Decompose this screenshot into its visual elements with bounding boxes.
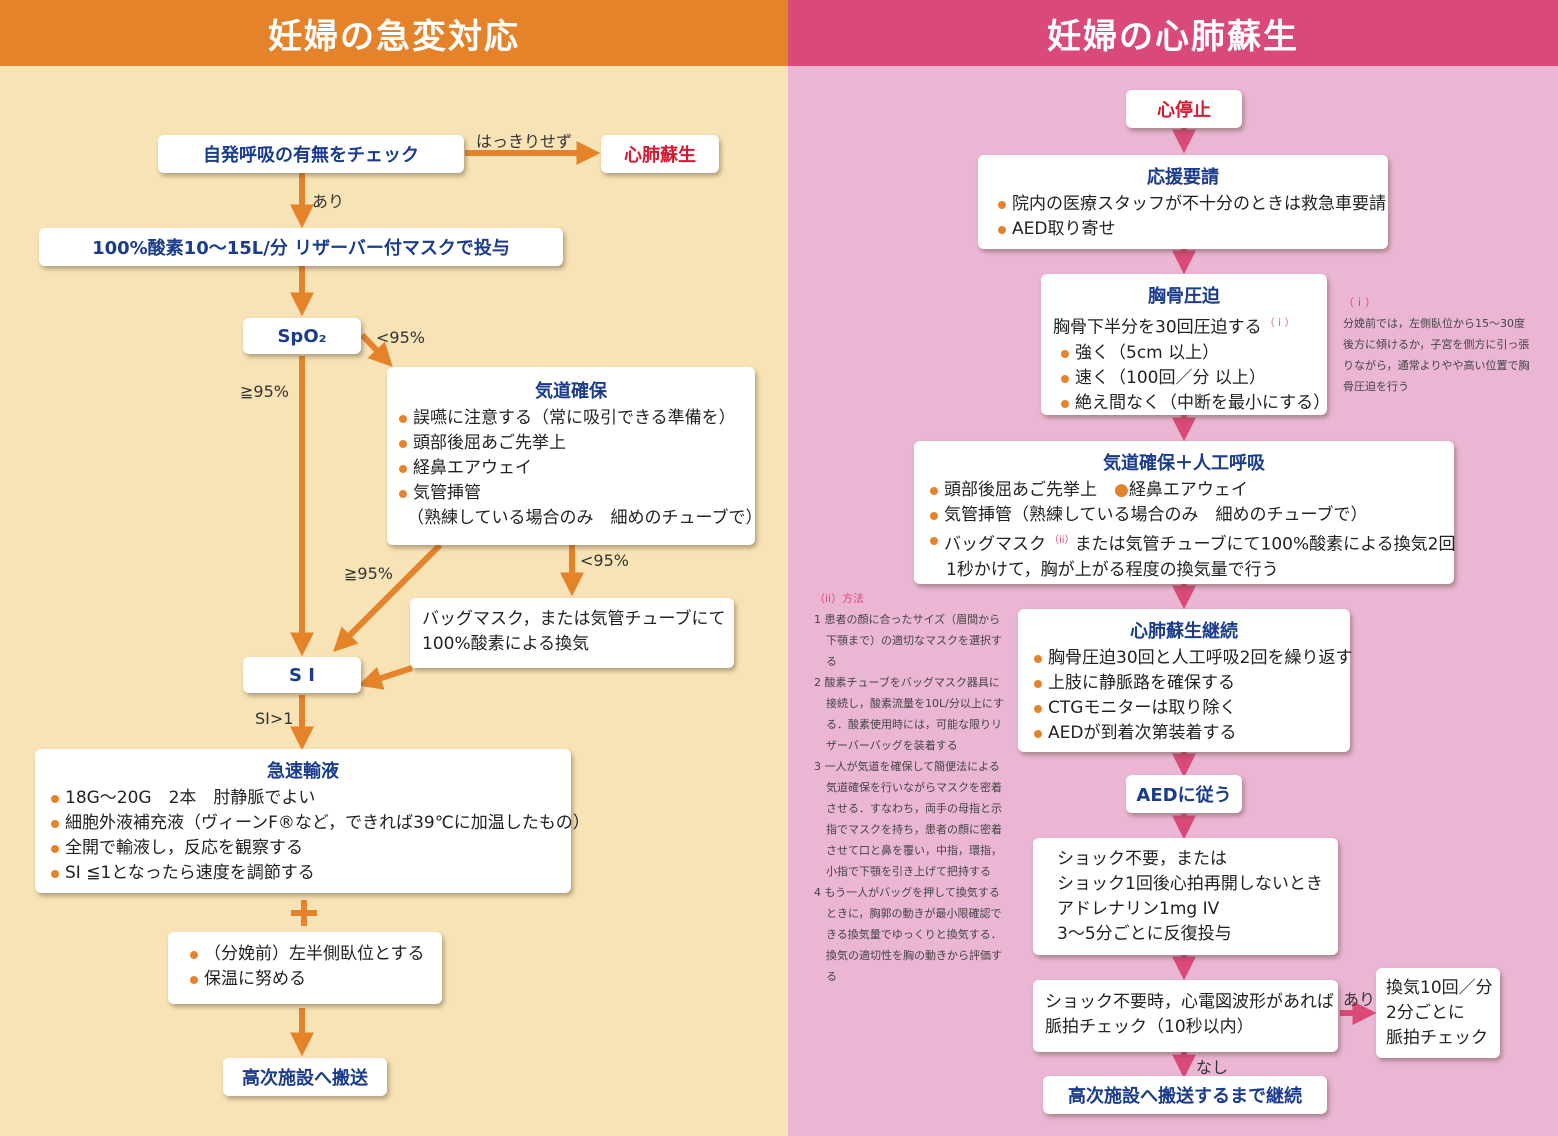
transfer-label: 高次施設へ搬送 (242, 1068, 368, 1089)
label-yes-left: あり (312, 192, 345, 211)
airway-breathing-item: バッグマスク (944, 534, 1046, 555)
label-yes-right: あり (1343, 990, 1376, 1009)
ventilation-line: 2分ごとに (1386, 1003, 1465, 1023)
fluids-item: SI ≦1となったら速度を調節する (49, 861, 557, 886)
fluids-item: 18G～20G 2本 肘静脈でよい (49, 786, 557, 811)
note-ii-item: 1 患者の顔に合ったサイズ（眉間から下顎まで）の適切なマスクを選択する (814, 613, 1002, 668)
call-help-item: 院内の医療スタッフが不十分のときは救急車要請 (996, 192, 1386, 217)
adrenaline-box: ショック不要，または ショック1回後心拍再開しないとき アドレナリン1mg IV… (1033, 838, 1338, 955)
airway-breathing-item: 頭部後屈あご先挙上 (944, 480, 1114, 500)
compressions-box: 胸骨圧迫 胸骨下半分を30回圧迫する（ｉ） 強く（5cm 以上） 速く（100回… (1041, 274, 1330, 416)
compressions-title: 胸骨圧迫 (1148, 286, 1220, 307)
note-i-line: 骨圧迫を行う (1343, 380, 1409, 393)
spo2-box: SpO₂ (243, 318, 361, 354)
arrest-label: 心停止 (1157, 100, 1211, 121)
note-ii-item: 3 一人が気道を確保して簡便法による気道確保を行いながらマスクを密着させる．すな… (814, 760, 1002, 878)
label-unclear: はっきりせず (476, 132, 573, 151)
compressions-lead: 胸骨下半分を30回圧迫する (1053, 317, 1262, 338)
ventilation-box: 換気10回／分 2分ごとに 脈拍チェック (1376, 968, 1500, 1058)
airway-note: （熟練している場合のみ 細めのチューブで） (407, 508, 763, 528)
compressions-item: 速く（100回／分 以上） (1059, 366, 1315, 391)
bag-mask-line: バッグマスク，または気管チューブにて (422, 609, 726, 629)
airway-breathing-item: 気管挿管（熟練している場合のみ 細めのチューブで） (928, 503, 1440, 528)
continue-cpr-item: 上肢に静脈路を確保する (1032, 671, 1336, 696)
airway-item: 経鼻エアウェイ (397, 456, 745, 481)
airway-breathing-item-b: 経鼻エアウェイ (1128, 480, 1248, 500)
transfer-box: 高次施設へ搬送 (223, 1058, 387, 1096)
bag-mask-line: 100%酸素による換気 (422, 634, 590, 654)
bag-mask-box: バッグマスク，または気管チューブにて 100%酸素による換気 (410, 598, 734, 668)
note-i: （ｉ） 分娩前では，左側臥位から15～30度 後方に傾けるか，子宮を側方に引っ張… (1343, 292, 1548, 397)
label-lt95-b: <95% (580, 551, 629, 570)
note-ii: （ii）方法 1 患者の顔に合ったサイズ（眉間から下顎まで）の適切なマスクを選択… (814, 588, 1006, 987)
aed-label: AEDに従う (1136, 785, 1232, 806)
check-breathing-label: 自発呼吸の有無をチェック (203, 145, 419, 166)
note-i-line: 分娩前では，左側臥位から15～30度 (1343, 317, 1525, 330)
note-i-line: 後方に傾けるか，子宮を側方に引っ張 (1343, 338, 1530, 351)
note-i-line: りながら，通常よりやや高い位置で胸 (1343, 359, 1530, 372)
continue-cpr-box: 心肺蘇生継続 胸骨圧迫30回と人工呼吸2回を繰り返す 上肢に静脈路を確保する C… (1018, 609, 1352, 752)
si-label: S I (289, 664, 315, 686)
plus-icon (291, 900, 317, 926)
fluids-item: 細胞外液補充液（ヴィーンF®など，できれば39℃に加温したもの） (49, 811, 590, 836)
si-box: S I (243, 657, 361, 693)
label-si-gt1: SI>1 (255, 709, 294, 728)
note-ii-item: 4 もう一人がバッグを押して換気するときに，胸郭の動きが最小限確認できる換気量で… (814, 886, 1002, 983)
oxygen-label: 100%酸素10～15L/分 リザーバー付マスクで投与 (92, 238, 510, 259)
continue-cpr-title: 心肺蘇生継続 (1130, 621, 1238, 642)
continue-cpr-item: CTGモニターは取り除く (1032, 696, 1336, 721)
continue-cpr-item: 胸骨圧迫30回と人工呼吸2回を繰り返す (1032, 646, 1352, 671)
airway-item: 頭部後屈あご先挙上 (397, 431, 745, 456)
call-help-box: 応援要請 院内の医療スタッフが不十分のときは救急車要請 AED取り寄せ (978, 155, 1388, 249)
fluids-item: 全開で輸液し，反応を観察する (49, 836, 557, 861)
fluids-title: 急速輸液 (267, 761, 339, 782)
airway-item: 誤嚥に注意する（常に吸引できる準備を） (397, 406, 745, 431)
airway-breathing-ref: （ii） (1049, 535, 1075, 546)
airway-title: 気道確保 (535, 381, 607, 402)
pulse-check-line: 脈拍チェック（10秒以内） (1045, 1017, 1254, 1037)
pulse-check-box: ショック不要時，心電図波形があれば 脈拍チェック（10秒以内） (1033, 980, 1338, 1052)
note-ii-item: 2 酸素チューブをバッグマスク器具に接続し，酸素流量を10L/分以上にする．酸素… (814, 676, 1004, 752)
pulse-check-line: ショック不要時，心電図波形があれば (1045, 992, 1334, 1012)
note-i-head: （ｉ） (1343, 296, 1376, 309)
right-header: 妊婦の心肺蘇生 (788, 0, 1558, 66)
continue-until-box: 高次施設へ搬送するまで継続 (1043, 1076, 1327, 1114)
continue-cpr-item: AEDが到着次第装着する (1032, 721, 1336, 746)
cpr-link-label: 心肺蘇生 (624, 145, 696, 166)
label-lt95-a: <95% (376, 328, 425, 347)
extra-item: 保温に努める (188, 967, 422, 992)
check-breathing-box: 自発呼吸の有無をチェック (158, 135, 464, 173)
airway-box: 気道確保 誤嚥に注意する（常に吸引できる準備を） 頭部後屈あご先挙上 経鼻エアウ… (387, 367, 763, 545)
airway-breathing-title: 気道確保＋人工呼吸 (1103, 453, 1265, 474)
left-header: 妊婦の急変対応 (0, 0, 788, 66)
note-ii-head: （ii）方法 (814, 592, 865, 605)
label-ge95-b: ≧95% (344, 564, 393, 583)
adrenaline-line: 3～5分ごとに反復投与 (1057, 924, 1232, 944)
extra-item: （分娩前）左半側臥位とする (188, 942, 425, 967)
call-help-title: 応援要請 (1147, 167, 1219, 188)
airway-breathing-box: 気道確保＋人工呼吸 頭部後屈あご先挙上 ●経鼻エアウェイ 気管挿管（熟練している… (914, 441, 1456, 584)
adrenaline-line: ショック不要，または (1057, 849, 1227, 869)
ventilation-line: 換気10回／分 (1386, 978, 1493, 998)
call-help-item: AED取り寄せ (996, 217, 1370, 242)
adrenaline-line: ショック1回後心拍再開しないとき (1057, 874, 1323, 894)
label-no: なし (1196, 1058, 1229, 1077)
aed-box: AEDに従う (1126, 775, 1242, 813)
airway-breathing-cont: 1秒かけて，胸が上がる程度の換気量で行う (946, 559, 1279, 580)
fluids-box: 急速輸液 18G～20G 2本 肘静脈でよい 細胞外液補充液（ヴィーンF®など，… (35, 749, 590, 893)
compressions-lead-ref: （ｉ） (1264, 318, 1295, 329)
adrenaline-line: アドレナリン1mg IV (1057, 899, 1220, 919)
compressions-item: 強く（5cm 以上） (1059, 341, 1315, 366)
cpr-link-box: 心肺蘇生 (601, 135, 719, 173)
oxygen-box: 100%酸素10～15L/分 リザーバー付マスクで投与 (39, 228, 563, 266)
airway-item: 気管挿管 (397, 481, 745, 506)
compressions-item: 絶え間なく（中断を最小にする） (1059, 391, 1330, 416)
spo2-label: SpO₂ (277, 325, 327, 347)
ventilation-line: 脈拍チェック (1386, 1028, 1488, 1048)
continue-until-label: 高次施設へ搬送するまで継続 (1068, 1086, 1302, 1107)
label-ge95-a: ≧95% (240, 382, 289, 401)
extra-box: （分娩前）左半側臥位とする 保温に努める (168, 932, 442, 1004)
arrest-box: 心停止 (1126, 90, 1242, 128)
airway-breathing-item-rest: または気管チューブにて100%酸素による換気2回 (1074, 534, 1456, 555)
